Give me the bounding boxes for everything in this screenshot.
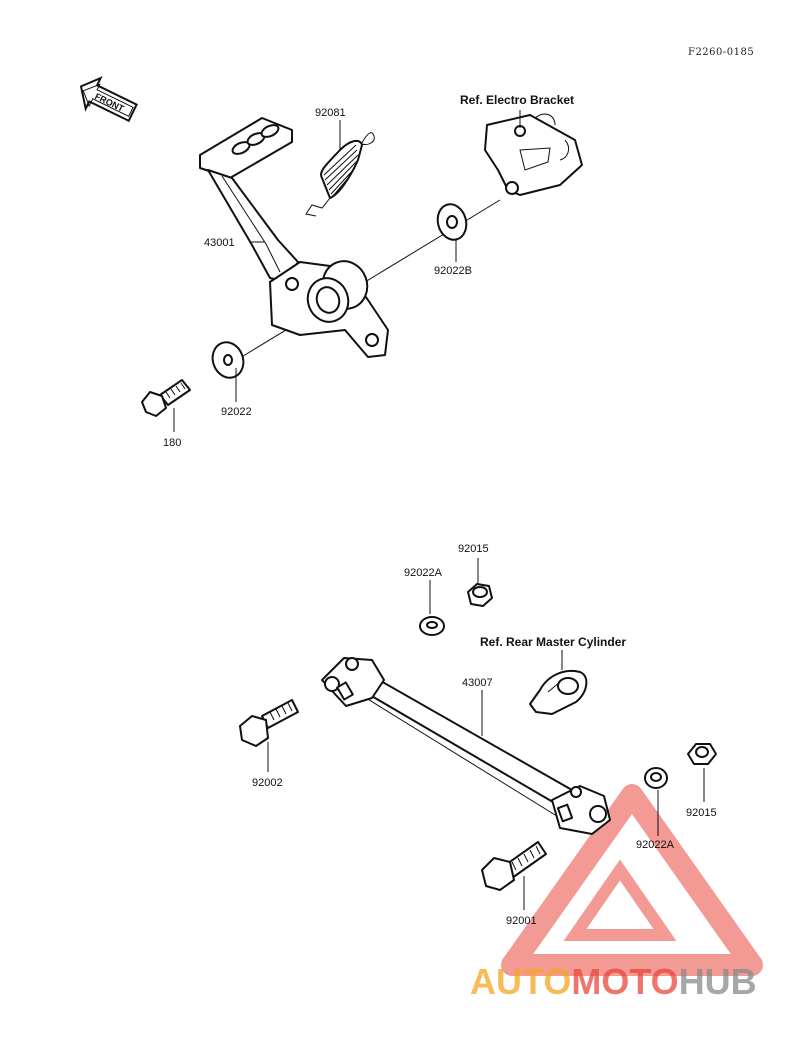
label-ref-electro-bracket: Ref. Electro Bracket: [460, 93, 574, 107]
bolt-92001: [481, 841, 547, 891]
diagram-code: F2260-0185: [688, 47, 754, 58]
label-ref-rear-master-cylinder: Ref. Rear Master Cylinder: [480, 635, 626, 649]
label-92001: 92001: [506, 915, 537, 927]
label-92002: 92002: [252, 777, 283, 789]
label-43007: 43007: [462, 677, 493, 689]
watermark-segment-hub: HUB: [679, 961, 757, 1002]
bolt-180: [141, 379, 191, 417]
washer-92022A-top: [419, 616, 445, 636]
watermark-logo-triangle: [501, 784, 763, 976]
watermark-text: AUTOMOTOHUB: [470, 961, 757, 1002]
washer-92022B: [436, 203, 468, 241]
label-92022A-right: 92022A: [636, 839, 675, 851]
washer-92022: [211, 341, 245, 379]
label-92022B: 92022B: [434, 265, 472, 277]
return-spring: [305, 132, 375, 217]
label-92015-right: 92015: [686, 807, 717, 819]
brake-rod-43007: [321, 657, 611, 835]
watermark-segment-auto: AUTO: [470, 961, 571, 1002]
label-92022A-top: 92022A: [404, 567, 443, 579]
nut-92015-top: [467, 583, 493, 607]
brake-pedal-lever: [199, 117, 389, 358]
label-92081: 92081: [315, 107, 346, 119]
svg-text:AUTOMOTOHUB: AUTOMOTOHUB: [470, 961, 757, 1002]
nut-92015-right: [687, 743, 717, 765]
front-arrow-icon: FRONT: [79, 76, 138, 123]
label-180: 180: [163, 437, 181, 449]
label-92015-top: 92015: [458, 543, 489, 555]
washer-92022A-right: [644, 767, 668, 789]
rear-master-cylinder-clevis: [529, 670, 588, 715]
bolt-92002: [239, 699, 299, 747]
label-92022: 92022: [221, 406, 252, 418]
electro-bracket: [484, 113, 583, 196]
label-43001: 43001: [204, 237, 235, 249]
watermark-segment-moto: MOTO: [571, 961, 678, 1002]
